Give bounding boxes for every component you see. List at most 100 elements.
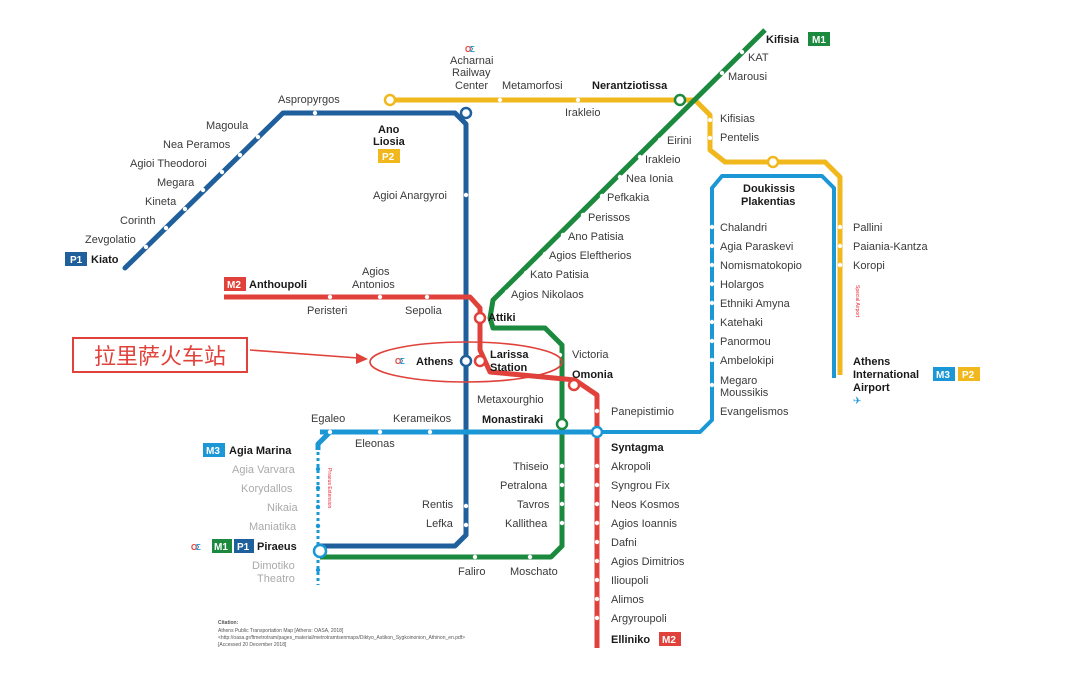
station-rentis: Rentis [422,499,454,511]
station-ano-liosia-2: Liosia [373,136,406,148]
station-omonia: Omonia [572,369,614,381]
station-acharnai-2: Railway [452,67,491,79]
station-larissa-2: Station [490,362,528,374]
station-magoula: Magoula [206,120,249,132]
station-chalandri: Chalandri [720,222,767,234]
svg-text:M1: M1 [214,542,228,553]
svg-text:P2: P2 [962,370,975,381]
svg-text:P1: P1 [70,255,83,266]
station-alimos: Alimos [611,594,645,606]
station-kifisia: Kifisia [766,34,800,46]
station-agioi-anargyroi: Agioi Anargyroi [373,190,447,202]
station-argyroupoli: Argyroupoli [611,613,667,625]
svg-text:M3: M3 [936,370,950,381]
line-badges: M1 P1 P2 M2 M3 M1 P1 M3 P2 M2 [65,32,980,646]
station-peristeri: Peristeri [307,305,347,317]
airport-note: Special Airport [854,285,860,318]
citation: Citation: Athens Public Transportation M… [218,620,465,648]
station-athens: Athens [416,356,453,368]
station-pallini: Pallini [853,222,882,234]
station-megaro: Megaro [720,375,757,387]
line-p2 [390,97,843,375]
line-m3 [315,429,600,450]
station-anthoupoli: Anthoupoli [249,279,307,291]
station-irakleio: Irakleio [565,107,600,119]
svg-text:P2: P2 [382,152,395,163]
station-perissos: Perissos [588,212,631,224]
station-airport-line3: Airport [853,382,890,394]
station-attiki: Attiki [488,312,516,324]
station-piraeus: Piraeus [257,541,297,553]
station-nomismatokopio: Nomismatokopio [720,260,802,272]
station-dimotiko: Dimotiko [252,560,295,572]
station-kifisias: Kifisias [720,113,755,125]
station-doukissis: Doukissis [743,183,795,195]
station-egaleo: Egaleo [311,413,345,425]
station-panormou: Panormou [720,336,771,348]
station-nea-ionia: Nea Ionia [626,173,674,185]
station-ethniki-amyna: Ethniki Amyna [720,298,791,310]
station-evangelismos: Evangelismos [720,406,789,418]
station-dots [143,49,843,621]
line-m3-airport [600,174,836,434]
interchange-stations [312,93,780,559]
station-eleonas: Eleonas [355,438,395,450]
station-kallithea: Kallithea [505,518,548,530]
station-corinth: Corinth [120,215,155,227]
station-marousi: Marousi [728,71,767,83]
svg-text:<http://oasa.gr/ftmetrotram/pa: <http://oasa.gr/ftmetrotram/pages_materi… [218,635,465,641]
annotation-arrow [249,349,359,359]
line-p1 [122,110,469,549]
station-nikaia: Nikaia [267,502,298,514]
station-zevgolatio: Zevgolatio [85,234,136,246]
annotation-callout: 拉里萨火车站 [72,337,248,373]
station-agia-varvara: Agia Varvara [232,464,296,476]
line-m1 [320,28,767,560]
station-monastiraki: Monastiraki [482,414,543,426]
station-kiato: Kiato [91,254,119,266]
station-agia-paraskevi: Agia Paraskevi [720,241,793,253]
station-airport-line2: International [853,369,919,381]
station-megaro-2: Moussikis [720,387,769,399]
station-pentelis: Pentelis [720,132,760,144]
svg-text:M1: M1 [812,35,826,46]
station-doukissis-2: Plakentias [741,196,795,208]
station-larissa: Larissa [490,349,529,361]
station-akropoli: Akropoli [611,461,651,473]
station-faliro: Faliro [458,566,486,578]
station-syntagma: Syntagma [611,442,664,454]
station-agios-eleftherios: Agios Eleftherios [549,250,632,262]
svg-text:M2: M2 [662,635,676,646]
station-agios-nikolaos: Agios Nikolaos [511,289,584,301]
svg-text:Athens Public Transportation M: Athens Public Transportation Map [Athens… [218,628,344,634]
station-koropi: Koropi [853,260,885,272]
airplane-icon: ✈ [853,396,861,407]
station-katehaki: Katehaki [720,317,763,329]
station-airport-line1: Athens [853,356,890,368]
station-agioi-theodoroi: Agioi Theodoroi [130,158,207,170]
svg-text:M3: M3 [206,446,220,457]
station-kerameikos: Kerameikos [393,413,452,425]
station-ilioupoli: Ilioupoli [611,575,648,587]
station-tavros: Tavros [517,499,550,511]
station-pefkakia: Pefkakia [607,192,650,204]
station-holargos: Holargos [720,279,765,291]
station-syngrou-fix: Syngrou Fix [611,480,670,492]
svg-text:P1: P1 [237,542,250,553]
station-eirini: Eirini [667,135,691,147]
station-panepistimio: Panepistimio [611,406,674,418]
station-elliniko: Elliniko [611,634,650,646]
highlight-ellipse [369,341,563,383]
station-thiseio: Thiseio [513,461,548,473]
station-maniatika: Maniatika [249,521,297,533]
svg-text:M2: M2 [227,280,241,291]
station-agios-ioannis: Agios Ioannis [611,518,678,530]
station-agios-antonios: Agios [362,266,390,278]
station-victoria: Victoria [572,349,609,361]
station-megara: Megara [157,177,195,189]
station-acharnai-3: Center [455,80,488,92]
station-nea-peramos: Nea Peramos [163,139,231,151]
station-agios-antonios-2: Antonios [352,279,395,291]
